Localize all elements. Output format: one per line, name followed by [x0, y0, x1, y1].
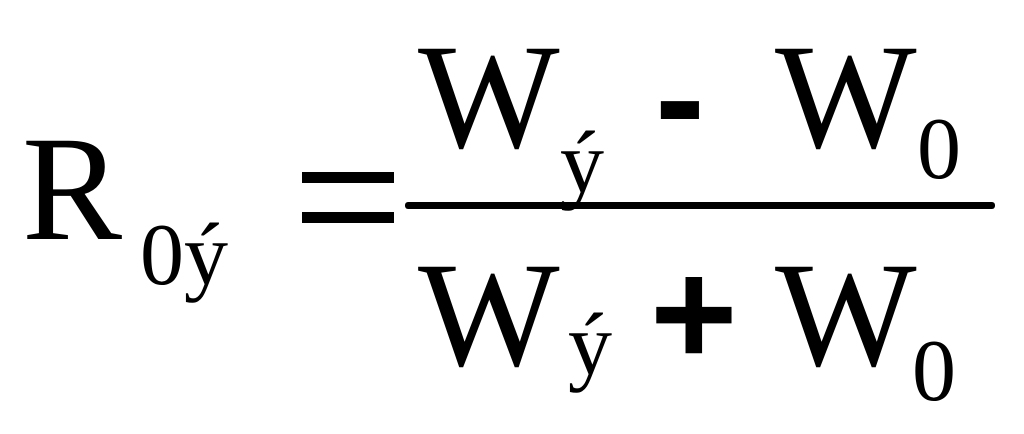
numerator-operator: - — [655, 13, 705, 181]
numerator-term2: W — [775, 14, 917, 180]
numerator-term1-subscript: ý — [560, 115, 604, 212]
numerator-term2-subscript: 0 — [917, 101, 961, 198]
denominator-operator: + — [650, 229, 738, 397]
equals-bar-bottom — [302, 212, 394, 223]
lhs-symbol: R — [22, 106, 123, 272]
fraction-bar — [405, 202, 995, 209]
denominator-term1: W — [418, 232, 560, 398]
lhs-subscript: 0ý — [140, 207, 228, 304]
denominator-term2: W — [775, 232, 917, 398]
denominator-term2-subscript: 0 — [912, 323, 956, 420]
equals-bar-top — [302, 172, 394, 183]
denominator-term1-subscript: ý — [568, 297, 612, 394]
numerator-term1: W — [418, 14, 560, 180]
